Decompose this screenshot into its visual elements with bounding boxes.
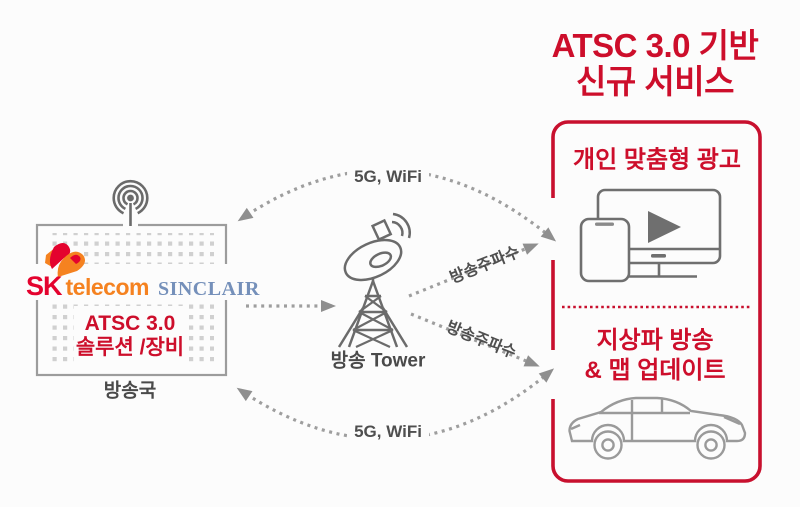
play-icon — [648, 211, 681, 243]
border-gap-top — [548, 198, 558, 260]
services-box-border — [551, 120, 762, 483]
page-title-line1: ATSC 3.0 기반 — [551, 27, 759, 64]
connection-arrows — [236, 168, 557, 441]
smartphone-icon — [579, 217, 631, 283]
station-label: 방송국 — [103, 380, 157, 402]
services-box — [548, 120, 762, 483]
link-label-5g-wifi-top: 5G, WiFi — [347, 167, 429, 187]
car-icon — [568, 396, 747, 460]
satellite-dish-tower-icon — [337, 212, 411, 348]
card2-title-line1: 지상파 방송 — [596, 327, 714, 354]
card1-title: 개인 맞춤형 광고 — [573, 146, 741, 174]
partner-logos: SK telecom SINCLAIR — [26, 271, 260, 302]
page-title-line2: 신규 서비스 — [576, 63, 734, 100]
tower-label: 방송 Tower — [330, 350, 426, 372]
solution-text-mask — [74, 306, 186, 362]
sinclair-logo-text: SINCLAIR — [157, 278, 260, 300]
broadcast-station-building — [18, 179, 260, 377]
card2-title-line2: & 맵 업데이트 — [584, 357, 726, 384]
sk-telecom-logo-mark — [45, 243, 85, 277]
card2-title: 지상파 방송 & 맵 업데이트 — [584, 326, 725, 386]
page-title: ATSC 3.0 기반 신규 서비스 — [525, 28, 785, 100]
border-gap-bottom — [548, 350, 558, 399]
station-solution-line1: ATSC 3.0 — [84, 312, 176, 335]
sk-logo-text: SK — [26, 271, 63, 301]
link-label-5g-wifi-bottom: 5G, WiFi — [347, 422, 429, 442]
station-solution-text: ATSC 3.0 솔루션 /장비 — [76, 312, 184, 360]
station-solution-line2: 솔루션 /장비 — [75, 336, 185, 359]
broadcast-antenna-icon — [112, 179, 149, 226]
telecom-logo-text: telecom — [65, 274, 150, 300]
